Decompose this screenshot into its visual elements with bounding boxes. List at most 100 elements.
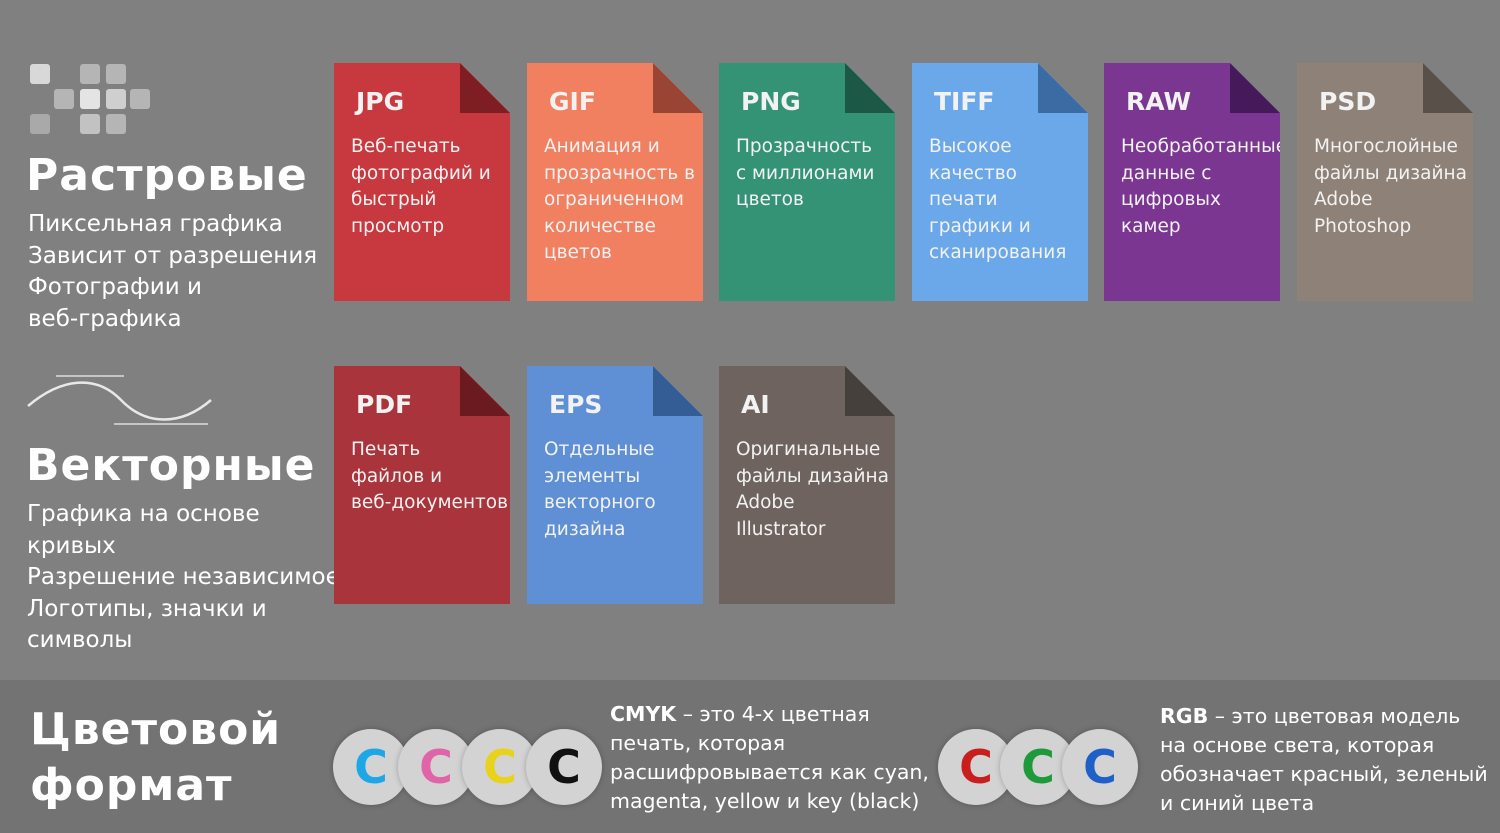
vector-desc-line: Графика на основе [27,501,260,527]
blue-letter: C [1083,740,1117,794]
file-card-desc-line: веб-документов [351,492,509,513]
file-card-desc-line: цветов [544,242,612,263]
vector-desc-line: Разрешение независимое [27,564,340,590]
file-card-desc-line: камер [1121,215,1181,237]
file-card-extension: PDF [356,390,413,419]
file-card-eps: EPS Отдельные элементы векторного дизайна [527,366,703,604]
file-card-desc-line: прозрачность в [544,162,696,184]
color-format-title-line: Цветовой [30,704,282,755]
color-format-title-line: формат [30,760,233,811]
raster-description: Пиксельная графика Зависит от разрешения… [28,209,317,335]
file-card-desc-line: векторного [544,492,656,513]
raster-desc-line: веб-графика [28,305,182,332]
raster-desc-line: Пиксельная графика [28,211,283,237]
magenta-letter: C [419,740,453,794]
file-card-gif: GIF Анимация и прозрачность в ограниченном к… [527,63,703,301]
file-card-extension: PSD [1319,87,1377,116]
file-card-description: Высокое качество печати графики и сканирован… [929,134,1087,267]
vector-desc-line: символы [27,627,133,653]
file-card-desc-line: Прозрачность [736,136,873,157]
rgb-desc-line: – это цветовая модель [1208,704,1461,728]
vector-description: Графика на основе кривых Разрешение неза… [27,499,340,657]
key-letter: C [547,740,581,794]
cmyk-key-circle: C [526,729,602,805]
raster-desc-line: Зависит от разрешения [28,242,318,269]
cmyk-cyan-circle: C [333,729,409,805]
file-card-desc-line: просмотр [351,215,445,237]
file-card-extension: RAW [1126,87,1192,116]
cmyk-magenta-circle: C [398,729,474,805]
file-card-desc-line: Необработанные [1121,136,1288,157]
file-card-desc-line: файлов и [351,465,443,487]
yellow-letter: C [483,740,517,794]
color-format-title: Цветовой формат [30,702,281,814]
rgb-desc-line: на основе света, которая [1160,733,1435,757]
file-card-desc-line: дизайна [544,518,626,540]
rgb-desc-line: обозначает красный, зеленый [1160,762,1488,786]
file-card-description: Веб-печать фотографий и быстрый просмотр [351,134,509,240]
file-card-desc-line: быстрый [351,189,437,210]
file-card-jpg: JPG Веб-печать фотографий и быстрый просмотр [334,63,510,301]
file-card-extension: TIFF [934,87,995,116]
raster-title: Растровые [26,150,308,201]
cmyk-label: CMYK [610,702,677,726]
file-card-desc-line: с миллионами [736,162,875,184]
file-card-desc-line: качество [929,162,1017,184]
file-card-extension: GIF [549,87,596,116]
cmyk-desc-line: печать, которая [610,731,786,755]
raster-desc-line: Фотографии и [28,274,202,300]
rgb-description: RGB – это цветовая модель на основе свет… [1160,702,1488,818]
cyan-letter: C [354,740,388,794]
cmyk-desc-line: magenta, yellow и key (black) [610,789,920,813]
file-card-desc-line: сканирования [929,242,1067,263]
red-letter: C [959,740,993,794]
pixel-grid-icon [26,62,156,136]
green-letter: C [1021,740,1055,794]
file-card-desc-line: элементы [544,465,641,487]
file-card-png: PNG Прозрачность с миллионами цветов [719,63,895,301]
cmyk-desc-line: расшифровывается как cyan, [610,760,929,784]
file-card-desc-line: Веб-печать [351,136,461,157]
cmyk-yellow-circle: C [462,729,538,805]
rgb-desc-line: и синий цвета [1160,791,1315,815]
file-card-desc-line: печати [929,189,998,210]
rgb-label: RGB [1160,704,1209,728]
rgb-blue-circle: C [1062,729,1138,805]
file-card-desc-line: цветов [736,189,804,210]
file-card-desc-line: файлы дизайна [1314,162,1467,184]
file-card-desc-line: Печать [351,439,421,460]
file-card-desc-line: Отдельные [544,439,655,460]
file-card-desc-line: данные с [1121,162,1212,184]
curve-wave-icon [27,375,212,425]
file-card-desc-line: Adobe [1314,189,1373,210]
rgb-green-circle: C [1000,729,1076,805]
file-card-desc-line: графики и [929,215,1031,237]
file-card-desc-line: Высокое [929,136,1012,157]
file-card-desc-line: фотографий и [351,162,491,184]
file-card-desc-line: Анимация и [544,136,660,157]
file-card-desc-line: Оригинальные [736,439,881,460]
file-card-desc-line: Photoshop [1314,215,1412,237]
file-card-desc-line: Adobe [736,492,795,513]
file-card-description: Печать файлов и веб-документов [351,437,509,517]
file-card-desc-line: ограниченном [544,189,685,210]
vector-title: Векторные [26,440,316,491]
cmyk-description: CMYK – это 4-х цветная печать, которая р… [610,700,929,816]
cmyk-desc-line: – это 4-х цветная [676,702,870,726]
bottom-panel [0,680,1500,833]
file-card-extension: PNG [741,87,801,116]
file-card-desc-line: количестве [544,215,656,237]
file-card-desc-line: Многослойные [1314,136,1458,157]
vector-desc-line: кривых [27,532,116,559]
file-card-tiff: TIFF Высокое качество печати графики и сканир… [912,63,1088,301]
file-card-description: Прозрачность с миллионами цветов [736,134,894,214]
file-card-extension: JPG [356,87,405,116]
file-card-pdf: PDF Печать файлов и веб-документов [334,366,510,604]
file-card-extension: EPS [549,390,603,419]
